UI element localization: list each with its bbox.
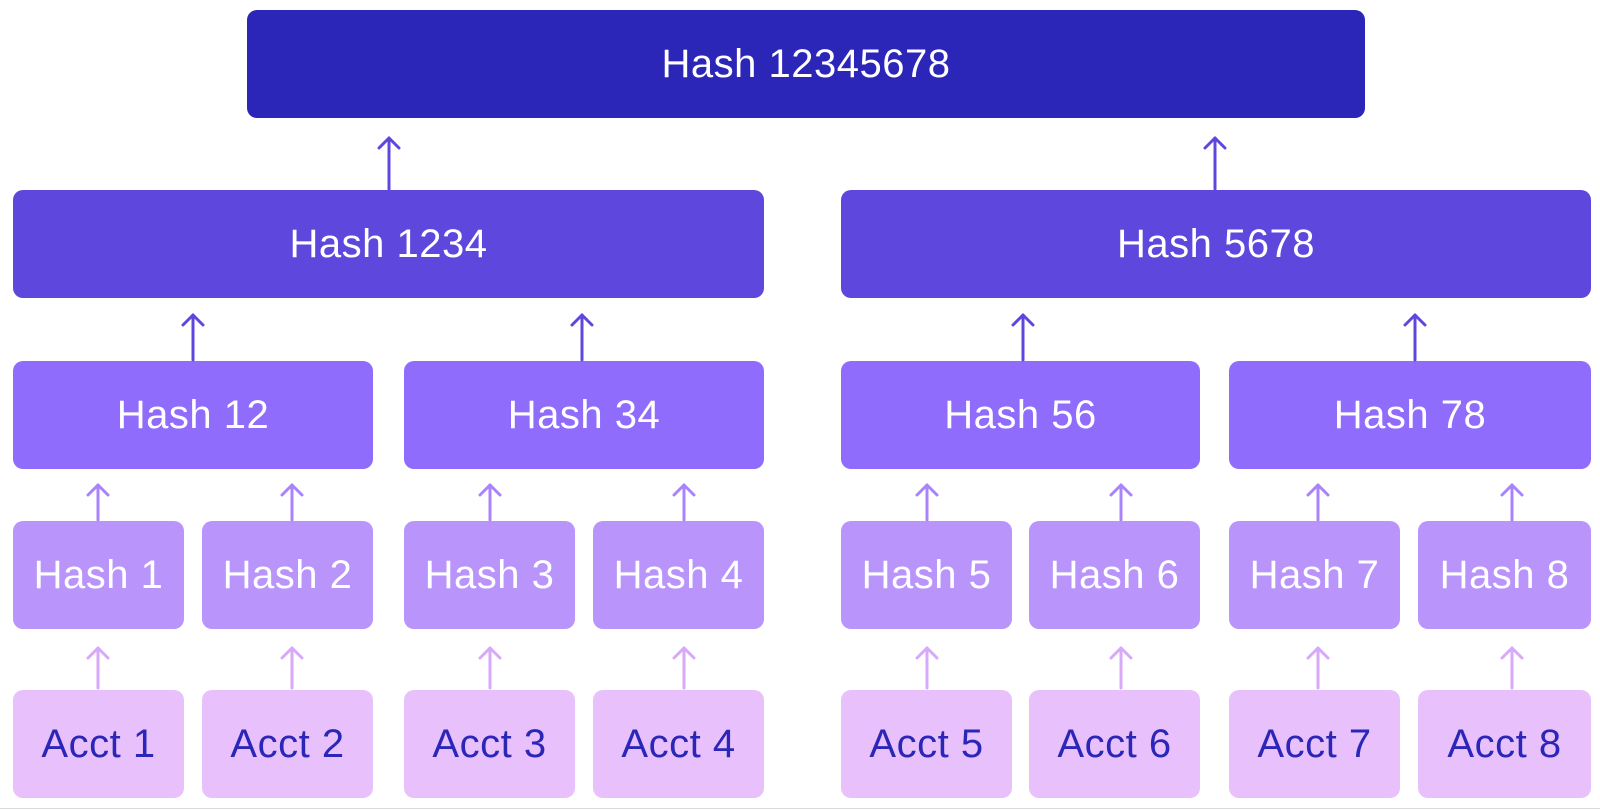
- acct-6-node: Acct 6: [1029, 690, 1200, 798]
- acct-8-node: Acct 8: [1418, 690, 1591, 798]
- arrow-up-icon: [181, 313, 205, 362]
- hash-8-node: Hash 8: [1418, 521, 1591, 629]
- hash-2-node: Hash 2: [202, 521, 373, 629]
- acct-4-node: Acct 4: [593, 690, 764, 798]
- hash-12-node: Hash 12: [13, 361, 373, 469]
- arrow-up-icon: [1500, 483, 1524, 522]
- arrow-up-icon: [1500, 646, 1524, 690]
- acct-5-node: Acct 5: [841, 690, 1012, 798]
- acct-7-node: Acct 7: [1229, 690, 1400, 798]
- hash-5678-node: Hash 5678: [841, 190, 1591, 298]
- arrow-up-icon: [1306, 646, 1330, 690]
- hash-5-node: Hash 5: [841, 521, 1012, 629]
- bottom-divider: [0, 808, 1600, 809]
- acct-3-node: Acct 3: [404, 690, 575, 798]
- acct-1-node: Acct 1: [13, 690, 184, 798]
- arrow-up-icon: [478, 483, 502, 522]
- arrow-up-icon: [570, 313, 594, 362]
- arrow-up-icon: [280, 483, 304, 522]
- hash-7-node: Hash 7: [1229, 521, 1400, 629]
- arrow-up-icon: [1306, 483, 1330, 522]
- arrow-up-icon: [280, 646, 304, 690]
- hash-6-node: Hash 6: [1029, 521, 1200, 629]
- arrow-up-icon: [1403, 313, 1427, 362]
- root-hash-node: Hash 12345678: [247, 10, 1365, 118]
- arrow-up-icon: [672, 646, 696, 690]
- arrow-up-icon: [915, 646, 939, 690]
- hash-3-node: Hash 3: [404, 521, 575, 629]
- acct-2-node: Acct 2: [202, 690, 373, 798]
- hash-1234-node: Hash 1234: [13, 190, 764, 298]
- arrow-up-icon: [1011, 313, 1035, 362]
- arrow-up-icon: [377, 136, 401, 191]
- arrow-up-icon: [1109, 483, 1133, 522]
- arrow-up-icon: [915, 483, 939, 522]
- hash-78-node: Hash 78: [1229, 361, 1591, 469]
- arrow-up-icon: [1203, 136, 1227, 191]
- hash-34-node: Hash 34: [404, 361, 764, 469]
- arrow-up-icon: [672, 483, 696, 522]
- arrow-up-icon: [86, 646, 110, 690]
- hash-4-node: Hash 4: [593, 521, 764, 629]
- hash-1-node: Hash 1: [13, 521, 184, 629]
- arrow-up-icon: [478, 646, 502, 690]
- arrow-up-icon: [86, 483, 110, 522]
- hash-56-node: Hash 56: [841, 361, 1200, 469]
- arrow-up-icon: [1109, 646, 1133, 690]
